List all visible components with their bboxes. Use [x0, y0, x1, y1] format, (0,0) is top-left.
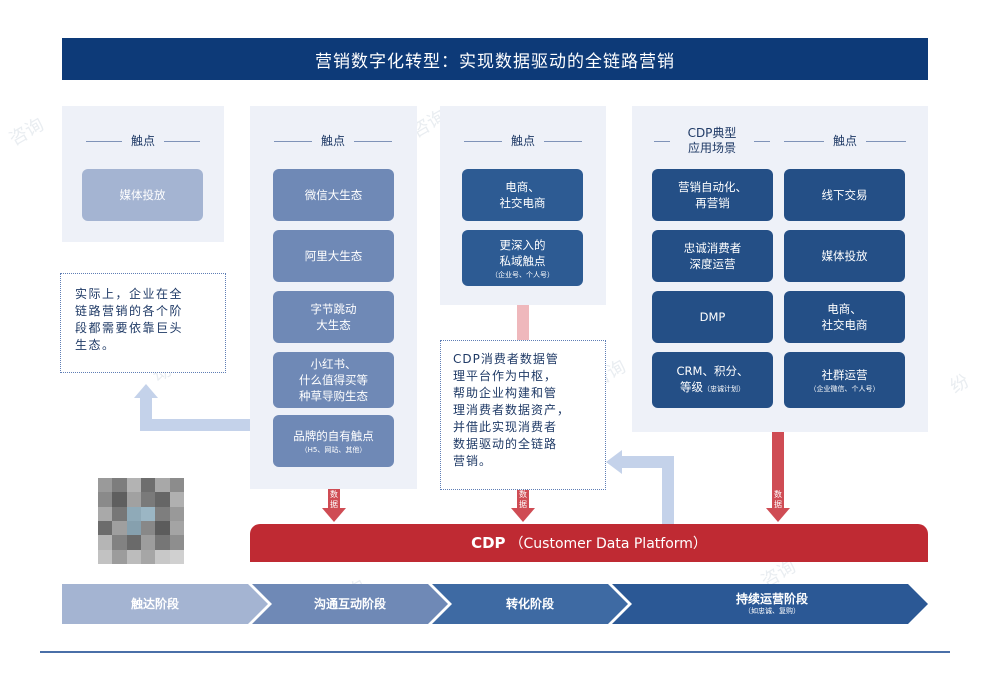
blue-arrow-left — [140, 396, 250, 431]
touchpoint-wechat: 微信大生态 — [273, 169, 394, 221]
stage-convert: 转化阶段 — [505, 596, 554, 611]
stage-chevron-bar — [62, 584, 928, 624]
red-arrowhead — [511, 508, 535, 522]
box-label: 字节跳动 — [310, 302, 357, 316]
stage-reach: 触达阶段 — [130, 596, 179, 611]
heading-rule — [354, 141, 392, 142]
pixelated-qr-image — [98, 478, 184, 564]
scenario-loyalty: 忠诚消费者 深度运营 — [652, 230, 773, 282]
touchpoint-private-domain: 更深入的 私域触点 （企业号、个人号） — [462, 230, 583, 286]
stage-chevron-1 — [62, 584, 268, 624]
box-label: 忠诚消费者 — [683, 241, 742, 255]
box-label: 再营销 — [695, 196, 730, 210]
red-arrowhead — [322, 508, 346, 522]
touchpoint-alibaba: 阿里大生态 — [273, 230, 394, 282]
page-title: 营销数字化转型：实现数据驱动的全链路营销 — [62, 38, 928, 80]
box-label: 社群运营 — [821, 367, 868, 382]
stage-interact: 沟通互动阶段 — [313, 596, 386, 611]
box-label: 深度运营 — [689, 257, 736, 271]
stage-chevron-2 — [252, 584, 448, 624]
touchpoint-bytedance: 字节跳动 大生态 — [273, 291, 394, 343]
scenario-crm: CRM、积分、 等级（忠诚计划） — [652, 352, 773, 408]
box-label: 小红书、 — [310, 357, 357, 371]
heading-rule — [544, 141, 582, 142]
blue-arrow-right — [620, 456, 674, 524]
box-sublabel: （企业号、个人号） — [491, 270, 554, 279]
heading-rule — [274, 141, 312, 142]
scenario-dmp: DMP — [652, 291, 773, 343]
touchpoint-offline: 线下交易 — [784, 169, 905, 221]
column-heading: 触点 — [130, 134, 155, 148]
box-label: 微信大生态 — [304, 188, 363, 202]
box-label: DMP — [699, 310, 726, 324]
box-label: 私域触点 — [499, 253, 546, 268]
touchpoint-owned: 品牌的自有触点 （H5、网站、其他） — [273, 415, 394, 467]
box-label: 媒体投放 — [821, 249, 868, 263]
box-label: 种草导购生态 — [299, 389, 368, 403]
column-heading: CDP典型 应用场景 — [687, 126, 737, 155]
cdp-platform-bar: CDP （Customer Data Platform） — [250, 524, 928, 562]
data-tag: 数据 — [519, 490, 527, 509]
heading-rule — [164, 141, 200, 142]
box-label: 大生态 — [316, 318, 351, 332]
heading-rule — [86, 141, 122, 142]
touchpoint-ecommerce-2: 电商、 社交电商 — [784, 291, 905, 343]
cdp-fullname: （Customer Data Platform） — [509, 536, 707, 552]
column-heading: 触点 — [510, 134, 535, 148]
box-label: 营销自动化、 — [678, 180, 747, 194]
heading-rule — [754, 141, 770, 142]
heading-rule — [784, 141, 824, 142]
box-label: 什么值得买等 — [299, 373, 368, 387]
heading-rule — [866, 141, 906, 142]
cdp-label: CDP — [471, 534, 506, 552]
box-label: 媒体投放 — [119, 188, 166, 202]
box-label: 等级（忠诚计划） — [680, 380, 745, 394]
box-label: 社交电商 — [821, 318, 868, 332]
column-heading: 触点 — [320, 134, 345, 148]
column-heading: 触点 — [832, 134, 857, 148]
stage-operate: 持续运营阶段 （如忠诚、复购） — [735, 592, 808, 615]
box-label: 电商、 — [505, 180, 540, 194]
red-arrow-shaft — [517, 488, 529, 510]
blue-arrowhead-left — [606, 450, 622, 474]
box-sublabel: （H5、网站、其他） — [300, 445, 367, 454]
center-note: CDP消费者数据管 理平台作为中枢， 帮助企业构建和管 理消费者数据资产， 并借… — [440, 340, 606, 490]
touchpoint-ecommerce: 电商、 社交电商 — [462, 169, 583, 221]
stage-chevron-3 — [432, 584, 628, 624]
red-arrow-shaft — [772, 432, 784, 510]
scenario-automation: 营销自动化、 再营销 — [652, 169, 773, 221]
blue-arrowhead-up — [134, 384, 158, 398]
left-note: 实际上，企业在全 链路营销的各个阶 段都需要依靠巨头 生态。 — [60, 273, 226, 373]
touchpoint-media: 媒体投放 — [82, 169, 203, 221]
touchpoint-media-2: 媒体投放 — [784, 230, 905, 282]
box-label: 品牌的自有触点 — [293, 428, 374, 443]
footer-rule — [40, 651, 950, 653]
box-sublabel: （企业微信、个人号） — [809, 384, 880, 393]
touchpoint-xiaohongshu: 小红书、 什么值得买等 种草导购生态 — [273, 352, 394, 408]
box-label: 阿里大生态 — [304, 249, 363, 263]
touchpoint-community: 社群运营 （企业微信、个人号） — [784, 352, 905, 408]
box-label: CRM、积分、 — [676, 364, 749, 378]
box-label: 线下交易 — [821, 188, 868, 202]
red-arrow-shaft — [517, 305, 529, 340]
red-arrowhead — [766, 508, 790, 522]
heading-rule — [464, 141, 502, 142]
box-label: 电商、 — [827, 302, 862, 316]
stage-chevron-4 — [612, 584, 928, 624]
heading-rule — [654, 141, 670, 142]
data-tag: 数据 — [774, 490, 782, 509]
box-label: 社交电商 — [499, 196, 546, 210]
data-tag: 数据 — [330, 490, 338, 509]
red-arrow-shaft — [328, 488, 340, 510]
box-label: 更深入的 — [499, 237, 546, 252]
